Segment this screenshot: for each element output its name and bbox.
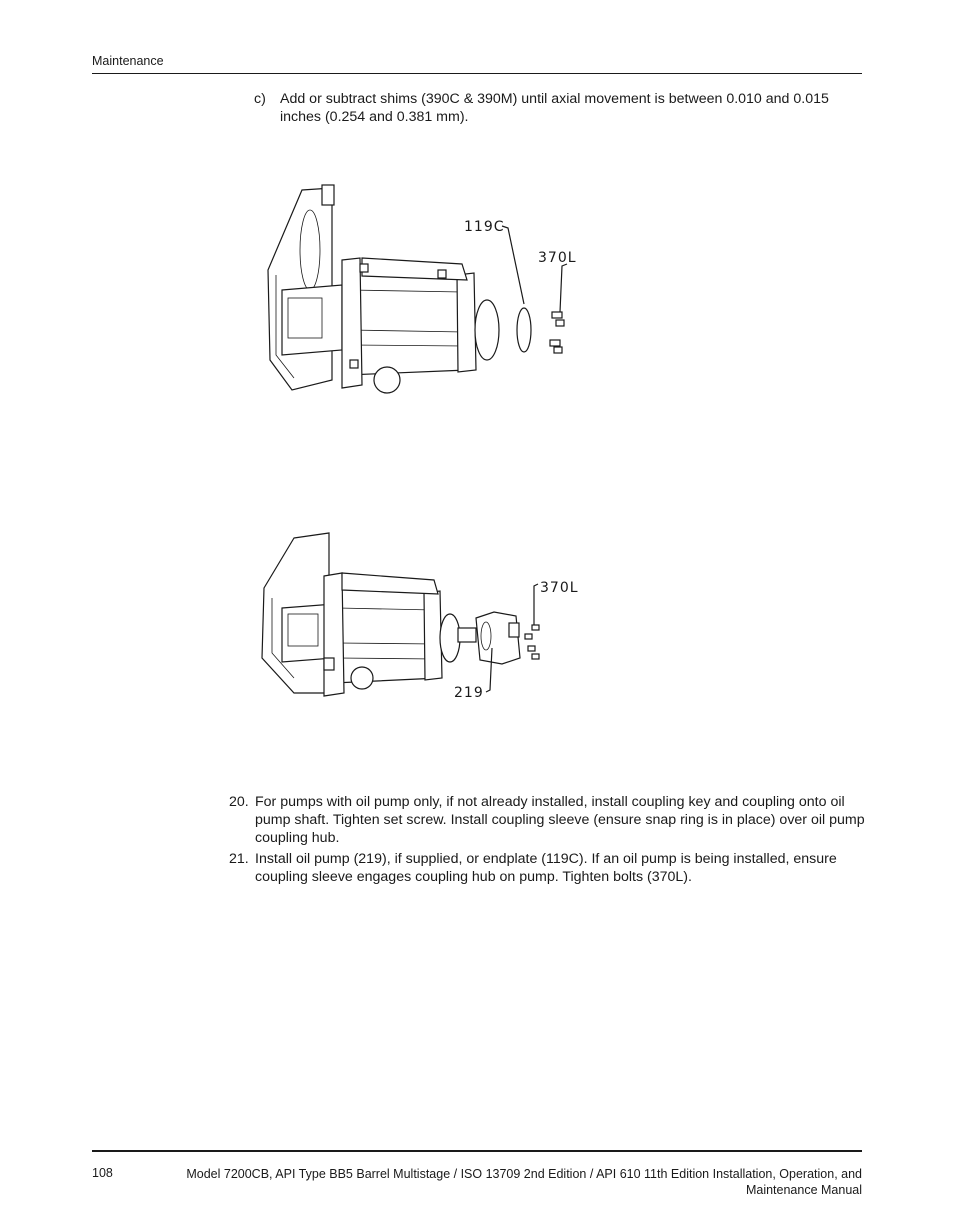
step-text: For pumps with oil pump only, if not alr… xyxy=(255,794,865,846)
bolts-370l xyxy=(549,311,565,354)
step-20: 20. For pumps with oil pump only, if not… xyxy=(229,793,865,847)
step-label: 21. xyxy=(229,851,249,867)
step-label: 20. xyxy=(229,794,249,810)
footer-rule xyxy=(92,1150,862,1152)
callout-119c: 119C xyxy=(464,219,505,235)
pump-drawing xyxy=(267,184,500,394)
figure-endplate-assembly: 119C 370L xyxy=(267,184,577,394)
figure-oil-pump-assembly: 370L 219 xyxy=(261,532,579,701)
step-21: 21. Install oil pump (219), if supplied,… xyxy=(229,850,865,886)
bolts-370l xyxy=(524,624,540,660)
callout-219: 219 xyxy=(454,685,484,701)
endplate-disc xyxy=(516,307,532,353)
header-rule xyxy=(92,73,862,74)
running-header: Maintenance xyxy=(92,54,164,68)
oil-pump-219 xyxy=(475,611,521,665)
callout-370l: 370L xyxy=(540,580,579,596)
callout-370l: 370L xyxy=(538,250,577,266)
step-text: Install oil pump (219), if supplied, or … xyxy=(255,851,837,885)
step-label: c) xyxy=(254,91,266,107)
pump-drawing xyxy=(261,532,477,697)
step-text: Add or subtract shims (390C & 390M) unti… xyxy=(280,91,829,125)
manual-title: Model 7200CB, API Type BB5 Barrel Multis… xyxy=(186,1167,862,1197)
page-number: 108 xyxy=(92,1166,113,1180)
step-c: c) Add or subtract shims (390C & 390M) u… xyxy=(254,90,866,126)
